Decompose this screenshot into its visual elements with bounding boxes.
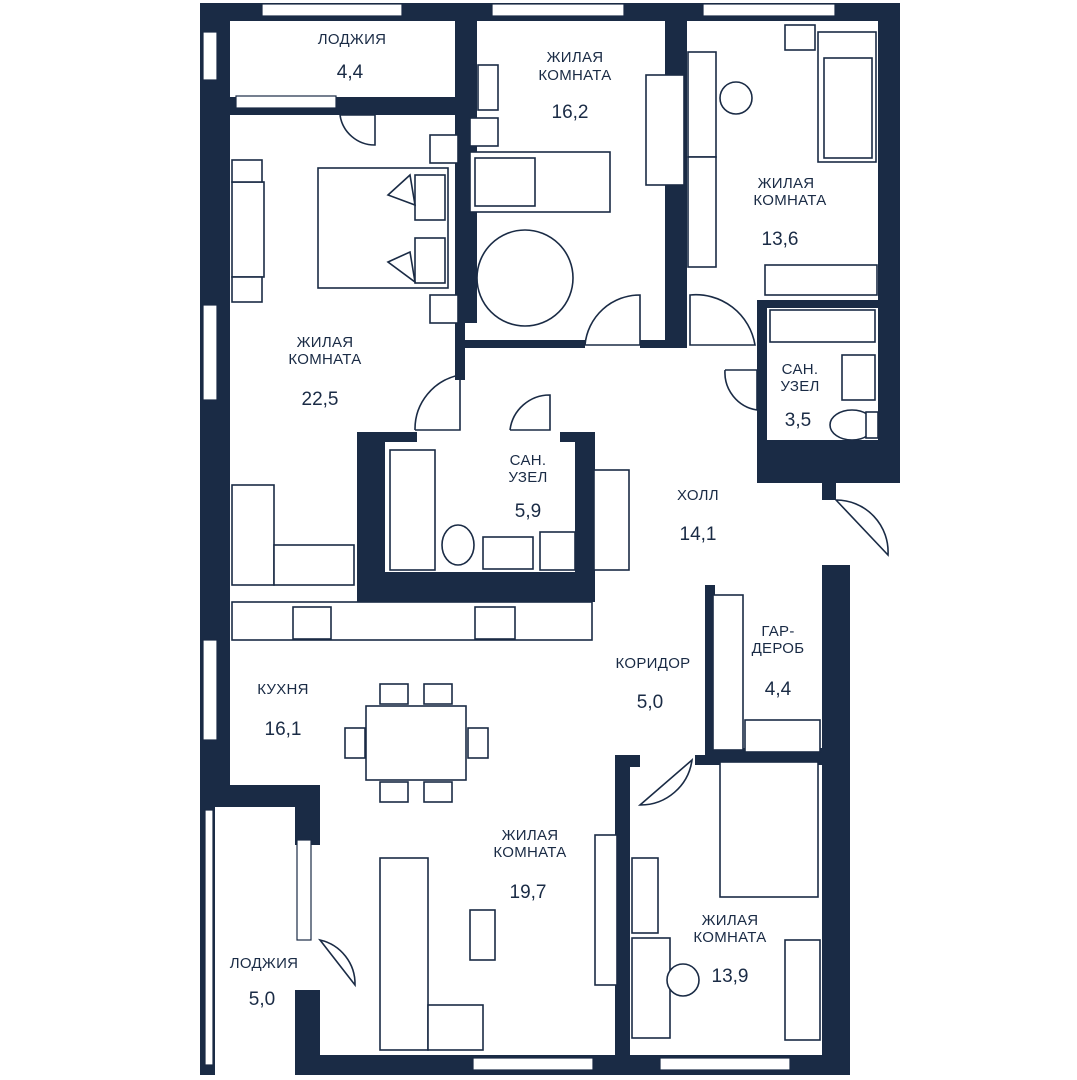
room-loggia-top: ЛОДЖИЯ 4,4 [318,31,387,83]
room-name: ЖИЛАЯ [502,827,559,844]
room-area: 5,0 [637,692,663,713]
room-area: 3,5 [785,410,811,431]
room-name: ХОЛЛ [677,487,719,504]
room-name: ЖИЛАЯ [758,175,815,192]
room-area: 22,5 [302,389,339,410]
room-name: КОМНАТА [753,192,826,209]
room-name: ЛОДЖИЯ [318,31,387,48]
room-area: 13,6 [762,229,799,250]
room-living-19-7: ЖИЛАЯ КОМНАТА 19,7 [493,827,566,903]
room-name: КОМНАТА [493,844,566,861]
room-name: ЖИЛАЯ [547,49,604,66]
room-name: ЛОДЖИЯ [230,955,299,972]
room-name: ДЕРОБ [752,640,805,657]
windows [202,3,836,1071]
room-area: 16,1 [265,719,302,740]
room-name: КОРИДОР [616,655,691,672]
room-name: ЖИЛАЯ [297,334,354,351]
room-name: САН. [782,361,819,378]
room-name: УЗЕЛ [508,469,547,486]
room-name: УЗЕЛ [780,378,819,395]
room-wardrobe: ГАР- ДЕРОБ 4,4 [752,623,805,700]
room-name: КУХНЯ [257,681,309,698]
room-hall: ХОЛЛ 14,1 [677,487,719,545]
room-area: 16,2 [552,102,589,123]
room-name: КОМНАТА [693,929,766,946]
room-area: 13,9 [712,966,749,987]
furniture [231,24,879,1051]
room-area: 5,0 [249,989,275,1010]
room-loggia-bottom: ЛОДЖИЯ 5,0 [230,955,299,1010]
room-area: 4,4 [337,62,364,83]
room-living-13-9: ЖИЛАЯ КОМНАТА 13,9 [693,912,766,987]
room-living-16-2: ЖИЛАЯ КОМНАТА 16,2 [538,49,611,123]
room-name: САН. [510,452,547,469]
room-name: ЖИЛАЯ [702,912,759,929]
room-kitchen: КУХНЯ 16,1 [257,681,309,740]
room-bath-small: САН. УЗЕЛ 3,5 [780,361,819,431]
room-bath-main: САН. УЗЕЛ 5,9 [508,452,547,522]
room-area: 14,1 [680,524,717,545]
room-name: КОМНАТА [538,67,611,84]
room-corridor: КОРИДОР 5,0 [616,655,691,713]
room-area: 5,9 [515,501,541,522]
room-name: КОМНАТА [288,351,361,368]
room-area: 19,7 [510,882,547,903]
doors [317,114,889,988]
room-area: 4,4 [765,679,792,700]
room-living-22-5: ЖИЛАЯ КОМНАТА 22,5 [288,334,361,410]
room-living-13-6: ЖИЛАЯ КОМНАТА 13,6 [753,175,826,250]
room-name: ГАР- [761,623,794,640]
